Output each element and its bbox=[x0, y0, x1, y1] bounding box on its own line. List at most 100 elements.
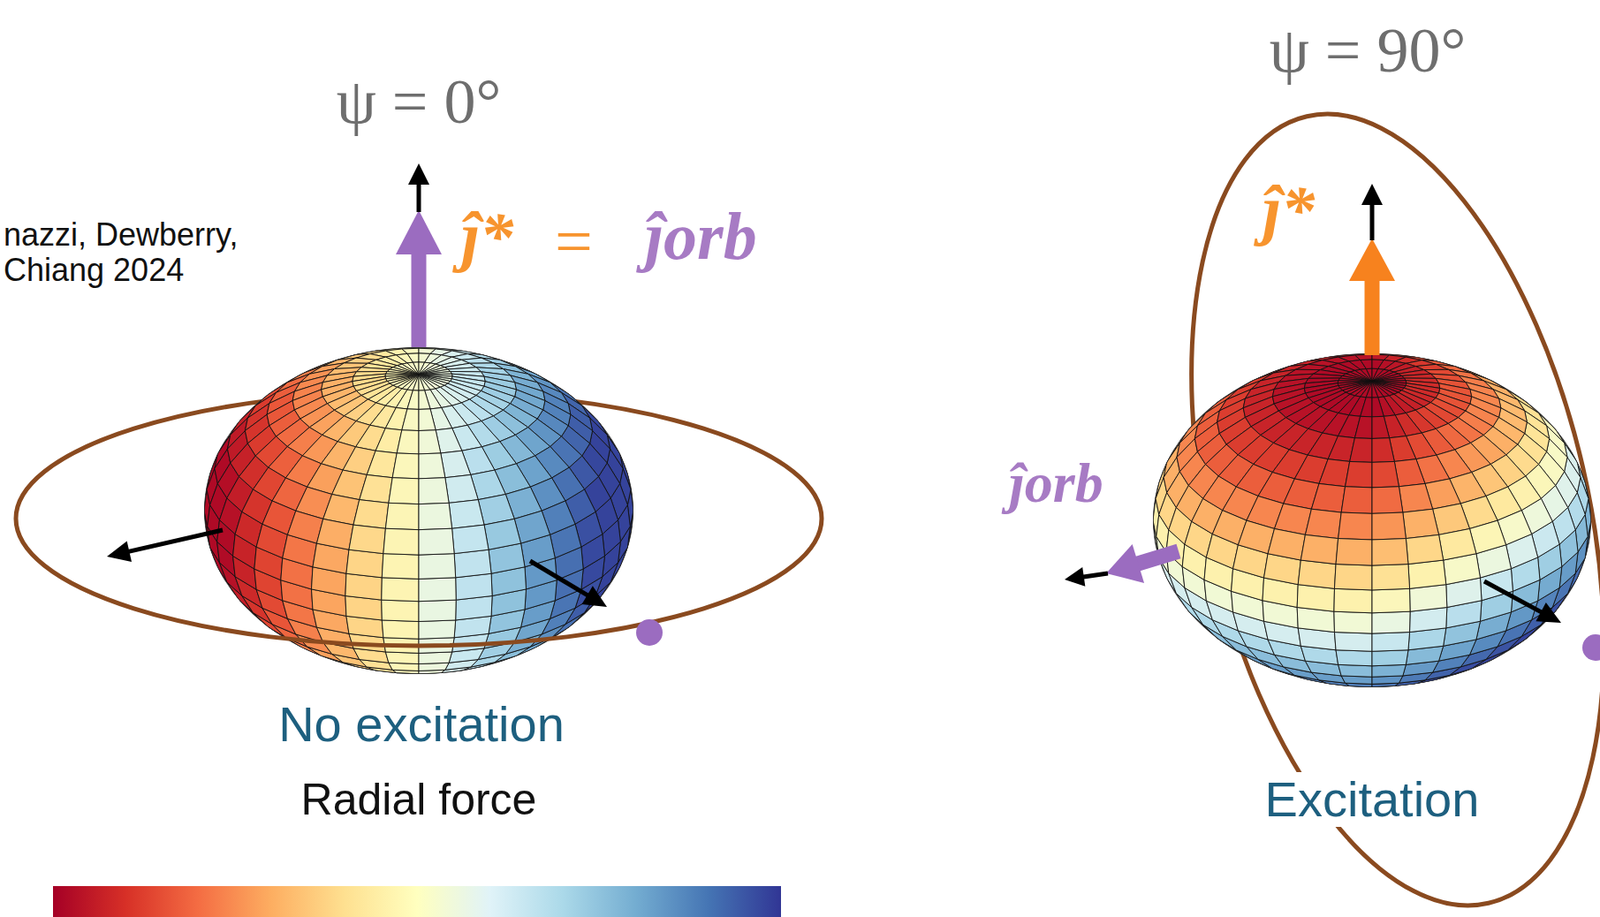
arrow-head bbox=[1106, 544, 1145, 584]
surface-patch bbox=[412, 374, 419, 391]
companion-dot bbox=[636, 619, 663, 646]
surface-patch bbox=[1335, 538, 1373, 567]
orbit-back bbox=[15, 391, 822, 519]
orbit-vector-label: ĵorb bbox=[644, 199, 758, 274]
surface-patch bbox=[381, 577, 419, 602]
surface-patch bbox=[1372, 588, 1411, 613]
surface-patch bbox=[1410, 584, 1448, 613]
surface-patch bbox=[447, 367, 482, 372]
force-label: Radial force bbox=[301, 775, 538, 825]
citation: nazzi, Dewberry, Chiang 2024 bbox=[3, 217, 304, 288]
arrow-shaft bbox=[411, 252, 427, 348]
surface-patch bbox=[348, 524, 386, 554]
surface-patch bbox=[418, 409, 436, 432]
surface-patch bbox=[1372, 381, 1384, 398]
surface-patch bbox=[418, 502, 453, 530]
star-outline bbox=[204, 347, 634, 675]
companion-dot bbox=[1582, 634, 1600, 661]
surface-patch bbox=[448, 500, 485, 530]
orbit-vector-label: ĵorb bbox=[1005, 452, 1108, 515]
star-sphere bbox=[1152, 353, 1592, 688]
surface-patch bbox=[1335, 650, 1373, 667]
surface-patch bbox=[1372, 381, 1389, 397]
surface-patch bbox=[1334, 632, 1373, 653]
surface-patch bbox=[385, 652, 419, 665]
surface-patch bbox=[418, 374, 431, 391]
surface-patch bbox=[388, 477, 419, 505]
surface-patch bbox=[445, 474, 478, 503]
surface-patch bbox=[316, 518, 354, 550]
surface-patch bbox=[1345, 461, 1373, 487]
surface-patch bbox=[418, 577, 456, 602]
surface-patch bbox=[484, 518, 522, 550]
surface-patch bbox=[1439, 528, 1477, 561]
surface-patch bbox=[1334, 588, 1373, 613]
surface-patch bbox=[1372, 416, 1390, 439]
surface-patch bbox=[359, 474, 393, 503]
surface-patch bbox=[1308, 373, 1343, 379]
arrow-shaft bbox=[127, 530, 223, 553]
surface-patch bbox=[1300, 534, 1338, 564]
surface-patch bbox=[1372, 381, 1379, 398]
surface-patch bbox=[392, 453, 419, 479]
angle-label: ψ = 0° bbox=[336, 67, 501, 137]
arrow-head bbox=[1535, 602, 1562, 623]
surface-patch bbox=[1334, 564, 1373, 591]
angle-label: ψ = 90° bbox=[1269, 15, 1466, 86]
arrow-shaft bbox=[417, 182, 422, 213]
surface-patch bbox=[418, 620, 456, 639]
surface-patch bbox=[1372, 512, 1406, 540]
surface-patch bbox=[353, 500, 389, 530]
surface-patch bbox=[356, 367, 390, 372]
surface-patch bbox=[1296, 584, 1335, 613]
surface-patch bbox=[1372, 486, 1403, 515]
surface-patch bbox=[1394, 459, 1426, 487]
surface-patch bbox=[1297, 560, 1336, 589]
arrow-shaft bbox=[1484, 581, 1543, 614]
arrow-shaft bbox=[1370, 203, 1375, 241]
surface-patch bbox=[1402, 373, 1436, 379]
surface-patch bbox=[1398, 483, 1433, 513]
surface-patch bbox=[1372, 632, 1411, 653]
surface-patch bbox=[407, 390, 419, 410]
spin-vector-label: ĵ* bbox=[1258, 173, 1319, 248]
arrow-head bbox=[1349, 238, 1396, 281]
surface-patch bbox=[418, 477, 449, 505]
arrow-shaft bbox=[530, 561, 589, 597]
surface-patch bbox=[1338, 664, 1373, 677]
surface-patch bbox=[1372, 611, 1411, 634]
arrow-head bbox=[1064, 567, 1085, 587]
surface-patch bbox=[346, 549, 384, 578]
surface-patch bbox=[418, 528, 455, 555]
surface-patch bbox=[1267, 528, 1305, 561]
surface-patch bbox=[418, 430, 441, 455]
surface-patch bbox=[1372, 664, 1406, 677]
surface-patch bbox=[1408, 560, 1447, 589]
surface-patch bbox=[401, 409, 419, 432]
surface-patch bbox=[418, 390, 431, 410]
arrow-head bbox=[408, 163, 430, 185]
arrow-shaft bbox=[1364, 279, 1381, 356]
surface-patch bbox=[381, 620, 419, 639]
surface-patch bbox=[418, 374, 425, 391]
surface-patch bbox=[1349, 438, 1373, 463]
result-label: Excitation bbox=[1261, 772, 1484, 827]
surface-patch bbox=[1372, 397, 1384, 418]
surface-patch bbox=[366, 450, 397, 478]
surface-patch bbox=[1304, 508, 1342, 539]
surface-patch bbox=[1341, 486, 1373, 515]
surface-patch bbox=[1338, 512, 1373, 540]
star-outline bbox=[1152, 353, 1592, 688]
spin-vector-label: ĵ* bbox=[461, 199, 514, 274]
surface-patch bbox=[1405, 534, 1443, 564]
surface-patch bbox=[440, 450, 471, 478]
surface-patch bbox=[345, 573, 382, 600]
arrow-head bbox=[1361, 183, 1383, 205]
arrow-head bbox=[395, 210, 442, 255]
arrows bbox=[1064, 183, 1562, 623]
surface-patch bbox=[1402, 508, 1440, 539]
arrow-shaft bbox=[1082, 573, 1108, 577]
surface-patch bbox=[418, 374, 436, 390]
surface-patch bbox=[1334, 611, 1373, 634]
